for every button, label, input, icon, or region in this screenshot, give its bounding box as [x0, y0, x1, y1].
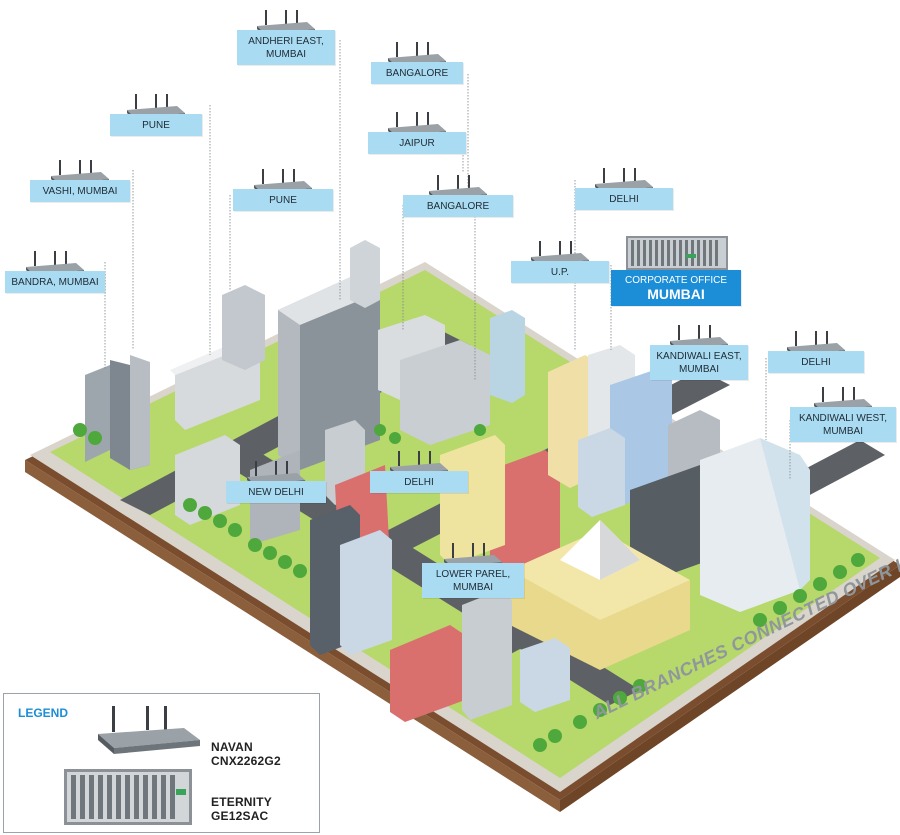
branch-label-delhi-right: DELHI	[768, 351, 864, 373]
branch-label-text: VASHI, MUMBAI	[42, 185, 118, 197]
legend-title: LEGEND	[18, 706, 69, 720]
branch-label-text: JAIPUR	[399, 137, 435, 149]
trees	[73, 423, 865, 752]
branch-label-text: DELHI	[609, 193, 639, 205]
branch-label-andheri-east: ANDHERI EAST,MUMBAI	[237, 30, 335, 65]
branch-label-new-delhi: NEW DELHI	[226, 481, 326, 503]
branch-label-text: BANGALORE	[385, 67, 449, 79]
branch-label-text: ANDHERI EAST,	[248, 35, 324, 47]
corporate-office-label: CORPORATE OFFICE MUMBAI	[611, 270, 741, 306]
branch-label-bandra: BANDRA, MUMBAI	[5, 271, 105, 293]
eternity-chassis-icon	[626, 236, 728, 270]
branch-label-text: BANDRA, MUMBAI	[11, 276, 99, 288]
legend-router-icon	[98, 706, 200, 754]
connector-lines	[104, 40, 791, 480]
corporate-office-city: MUMBAI	[647, 286, 705, 302]
branch-label-text: DELHI	[801, 356, 831, 368]
corporate-office-title: CORPORATE OFFICE	[624, 275, 728, 286]
branch-label-up: U.P.	[511, 261, 609, 283]
branch-label-lower-parel: LOWER PAREL,MUMBAI	[422, 563, 524, 598]
branch-label-vashi: VASHI, MUMBAI	[30, 180, 130, 202]
branch-label-bangalore-mid: BANGALORE	[403, 195, 513, 217]
branch-label-text: MUMBAI	[266, 48, 306, 60]
branch-label-delhi-center: DELHI	[370, 471, 468, 493]
branch-label-jaipur: JAIPUR	[368, 132, 466, 154]
branch-label-text: MUMBAI	[453, 581, 493, 593]
branch-label-text: LOWER PAREL,	[435, 568, 511, 580]
branch-label-kandiwali-west: KANDIWALI WEST,MUMBAI	[790, 407, 896, 442]
branch-label-text: KANDIWALI EAST,	[656, 350, 742, 362]
branch-label-text: MUMBAI	[823, 425, 863, 437]
branch-label-bangalore-top: BANGALORE	[371, 62, 463, 84]
branch-label-text: DELHI	[404, 476, 434, 488]
branch-label-kandiwali-east: KANDIWALI EAST,MUMBAI	[650, 345, 748, 380]
legend-box: LEGEND NAVAN CNX2262G2 ETERNITY GE12SAC	[3, 693, 320, 833]
legend-chassis-label: ETERNITY GE12SAC	[211, 795, 272, 823]
buildings	[85, 240, 810, 722]
branch-label-text: U.P.	[550, 266, 570, 278]
legend-router-label: NAVAN CNX2262G2	[211, 740, 281, 768]
branch-label-text: KANDIWALI WEST,	[799, 412, 887, 424]
branch-label-pune-mid: PUNE	[233, 189, 333, 211]
branch-label-delhi-top: DELHI	[575, 188, 673, 210]
branch-label-text: NEW DELHI	[248, 486, 304, 498]
branch-label-text: MUMBAI	[679, 363, 719, 375]
branch-label-text: PUNE	[142, 119, 170, 131]
branch-label-text: PUNE	[269, 194, 297, 206]
legend-chassis-icon	[64, 769, 192, 825]
branch-label-pune-top: PUNE	[110, 114, 202, 136]
branch-label-text: BANGALORE	[426, 200, 490, 212]
